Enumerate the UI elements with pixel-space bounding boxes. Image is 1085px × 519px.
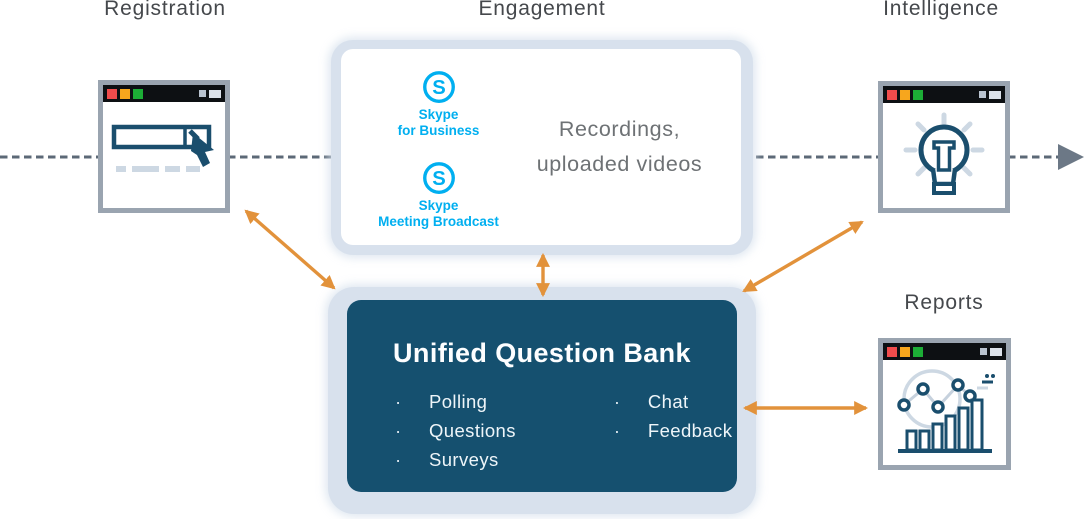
titlebar-control-small — [980, 348, 987, 355]
titlebar-dot-amber — [900, 346, 910, 357]
engagement-description: Recordings, uploaded videos — [536, 49, 741, 245]
engagement-apps-column: S Skype for Business S Skype Meeting Bro… — [341, 49, 536, 245]
titlebar-control-large — [209, 89, 221, 98]
engagement-description-line1: Recordings, — [558, 117, 681, 141]
question-bank-list-right: · Chat · Feedback — [614, 391, 732, 478]
stage-label-intelligence: Intelligence — [883, 0, 999, 20]
skype-app-subtitle: for Business — [397, 122, 480, 138]
titlebar-control-small — [199, 90, 206, 97]
list-item: · Feedback — [614, 420, 732, 442]
registration-window — [98, 80, 230, 213]
bullet: · — [613, 420, 621, 441]
titlebar-control-large — [989, 90, 1001, 99]
skype-logo-letter: S — [432, 168, 446, 190]
question-bank-title: Unified Question Bank — [393, 338, 691, 368]
question-bank-card: Unified Question Bank · Polling · Question… — [347, 300, 737, 492]
question-bank-columns: · Polling · Questions · Surveys · Chat · Feed… — [347, 391, 737, 478]
list-item-label: Polling — [429, 391, 488, 412]
titlebar-dot-red — [107, 88, 117, 99]
bullet: · — [395, 391, 402, 412]
titlebar-dot-red — [887, 346, 897, 357]
window-titlebar — [883, 86, 1005, 103]
titlebar-dot-green — [913, 89, 923, 100]
list-item-label: Surveys — [429, 449, 499, 470]
form-with-cursor-icon — [111, 124, 214, 172]
intelligence-window — [878, 81, 1010, 213]
skype-app-subtitle: Meeting Broadcast — [378, 213, 499, 229]
list-item: · Polling — [395, 391, 516, 413]
skype-logo-letter: S — [432, 77, 446, 99]
titlebar-dot-amber — [900, 89, 910, 100]
titlebar-dot-red — [887, 89, 897, 100]
engagement-card: S Skype for Business S Skype Meeting Bro… — [341, 49, 741, 245]
list-item-label: Feedback — [647, 420, 733, 441]
intelligence-window-body — [883, 103, 1005, 208]
list-item: · Questions — [395, 420, 516, 442]
skype-meeting-broadcast-icon: S — [422, 162, 455, 194]
bullet: · — [613, 391, 621, 412]
skype-meeting-broadcast-app: S Skype Meeting Broadcast — [378, 160, 499, 229]
reports-window-body — [883, 360, 1006, 465]
titlebar-dot-green — [133, 88, 143, 99]
titlebar-control-small — [979, 91, 986, 98]
stage-label-registration: Registration — [104, 0, 226, 20]
bullet: · — [395, 420, 402, 441]
skype-for-business-icon: S — [422, 71, 455, 103]
skype-for-business-app: S Skype for Business — [397, 69, 480, 138]
titlebar-control-large — [990, 347, 1002, 356]
engagement-description-line2: uploaded videos — [536, 152, 703, 176]
titlebar-dot-amber — [120, 88, 130, 99]
titlebar-dot-green — [913, 346, 923, 357]
stage-label-reports: Reports — [904, 291, 984, 314]
question-bank-list-left: · Polling · Questions · Surveys — [395, 391, 516, 478]
skype-app-name: Skype — [418, 107, 459, 122]
bar-chart-icon — [896, 368, 995, 453]
list-item: · Chat — [614, 391, 732, 413]
list-item-label: Chat — [647, 391, 689, 412]
lightbulb-icon — [903, 112, 985, 195]
window-titlebar — [883, 343, 1006, 360]
list-item: · Surveys — [395, 449, 516, 471]
skype-app-name: Skype — [418, 198, 459, 214]
flow-arrowhead-icon — [1058, 144, 1084, 170]
reports-window — [878, 338, 1011, 470]
window-titlebar — [103, 85, 225, 102]
stage-label-engagement: Engagement — [478, 0, 606, 20]
engagement-halo: S Skype for Business S Skype Meeting Bro… — [331, 40, 753, 255]
question-bank-halo: Unified Question Bank · Polling · Question… — [328, 287, 756, 514]
bullet: · — [395, 449, 402, 470]
list-item-label: Questions — [429, 420, 516, 441]
registration-window-body — [103, 102, 225, 208]
